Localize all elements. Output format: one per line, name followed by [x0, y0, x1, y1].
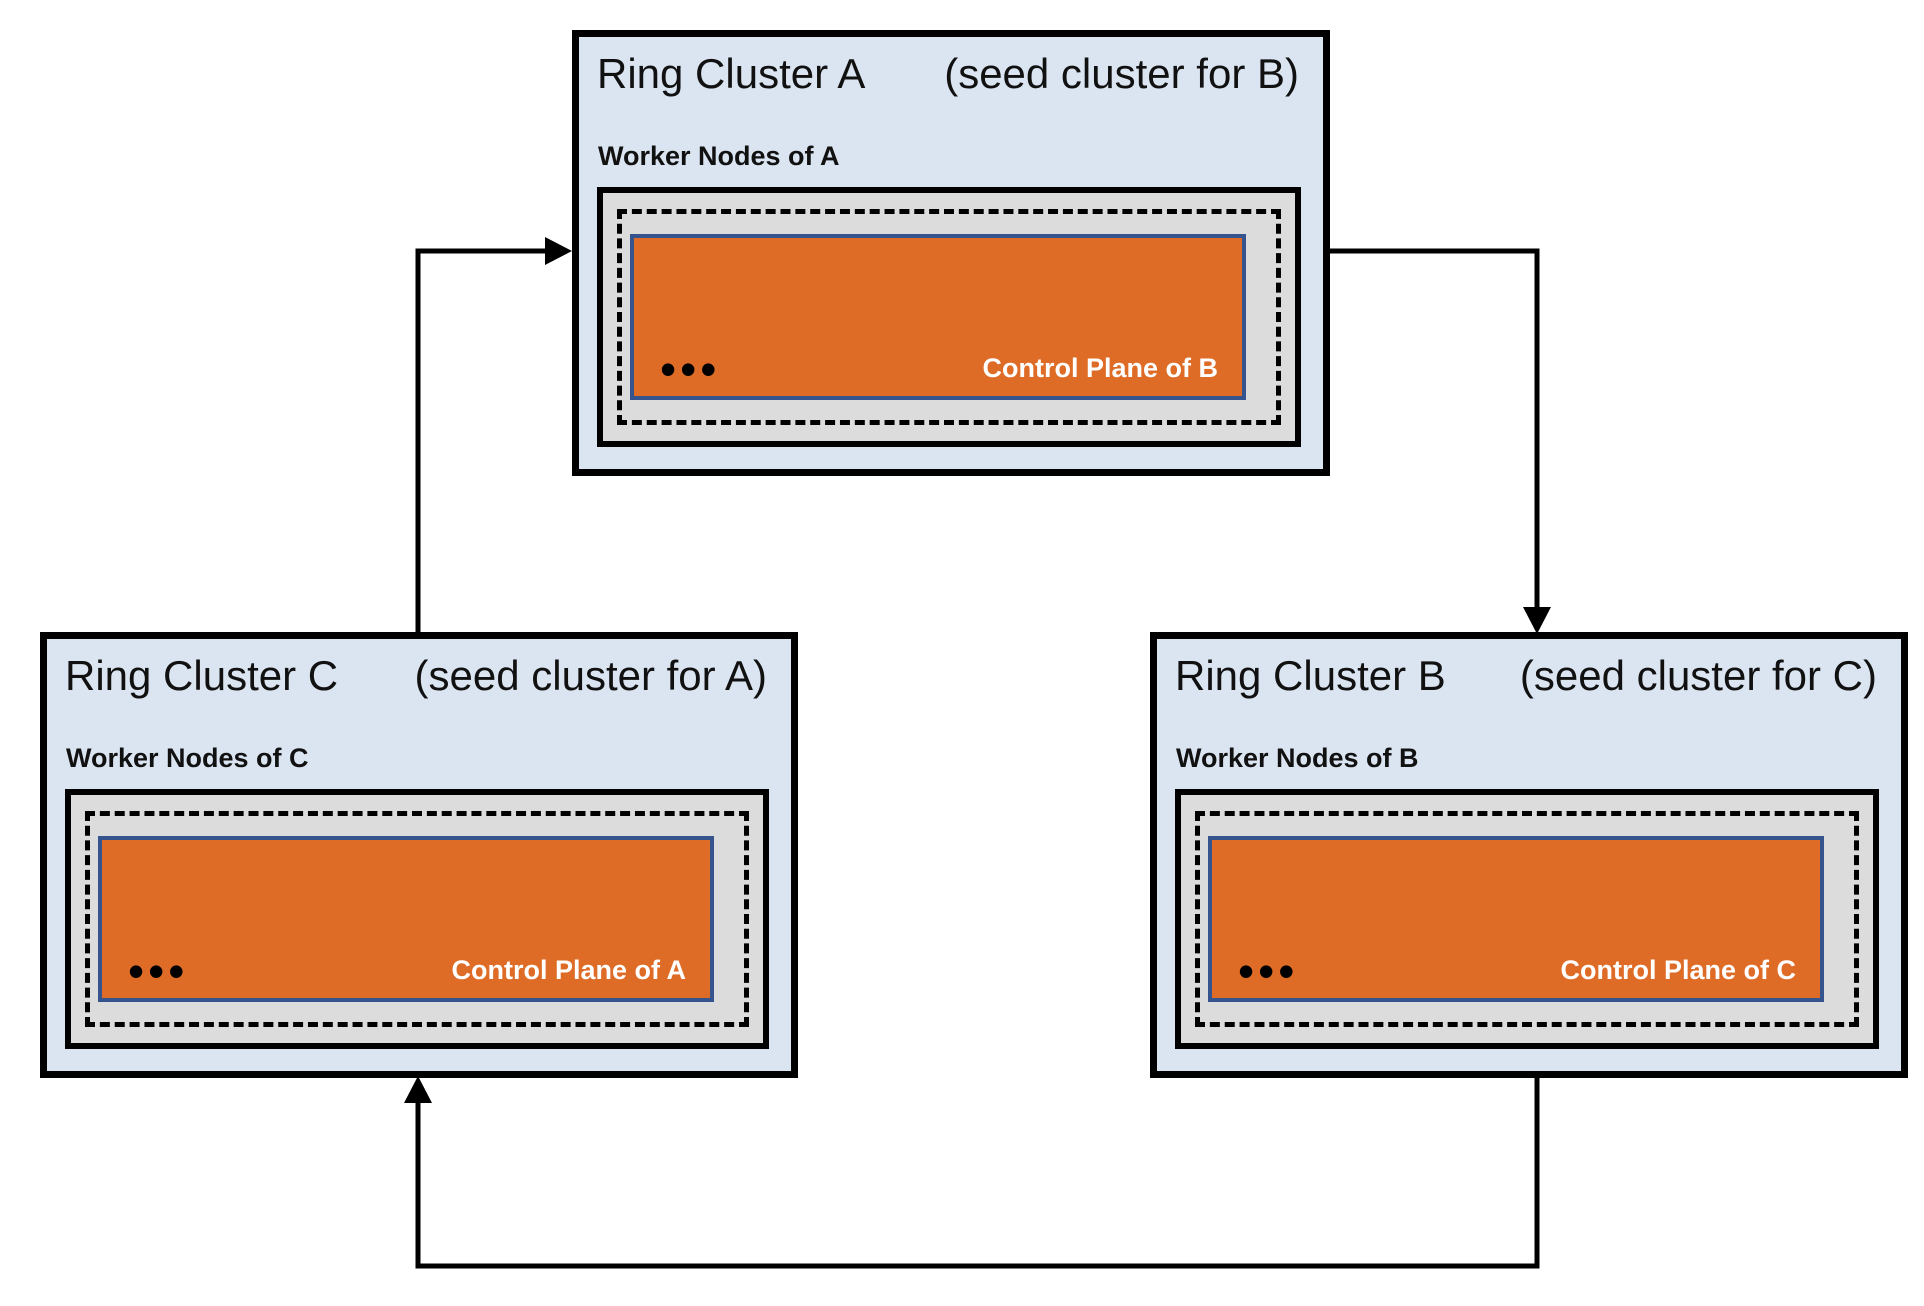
ellipsis-icon: •••	[660, 343, 721, 395]
seed-note: (seed cluster for C)	[1519, 652, 1877, 699]
cluster-name: Ring Cluster C	[65, 652, 339, 699]
worker-nodes-box: ••• Control Plane of A	[65, 789, 769, 1049]
worker-nodes-box: ••• Control Plane of C	[1175, 789, 1879, 1049]
cluster-box-c: Ring Cluster C (seed cluster for A) Work…	[40, 632, 798, 1078]
dashed-boundary: ••• Control Plane of B	[617, 209, 1281, 425]
control-plane-box: ••• Control Plane of A	[98, 836, 714, 1002]
control-plane-box: ••• Control Plane of B	[630, 234, 1246, 400]
worker-nodes-label: Worker Nodes of B	[1176, 743, 1419, 773]
cluster-name: Ring Cluster A	[597, 50, 866, 97]
control-plane-label: Control Plane of C	[1560, 955, 1797, 985]
arrow-c-to-a	[415, 237, 572, 636]
cluster-name: Ring Cluster B	[1175, 652, 1446, 699]
cluster-box-a: Ring Cluster A (seed cluster for B) Work…	[572, 30, 1330, 476]
arrow-b-to-c	[404, 1074, 1540, 1269]
dashed-boundary: ••• Control Plane of C	[1195, 811, 1859, 1027]
dashed-boundary: ••• Control Plane of A	[85, 811, 749, 1027]
control-plane-box: ••• Control Plane of C	[1208, 836, 1824, 1002]
arrow-a-to-b	[1326, 248, 1551, 634]
cluster-title-row: Ring Cluster A (seed cluster for B)	[597, 49, 1299, 99]
cluster-title-row: Ring Cluster B (seed cluster for C)	[1175, 651, 1877, 701]
worker-nodes-box: ••• Control Plane of B	[597, 187, 1301, 447]
cluster-title-row: Ring Cluster C (seed cluster for A)	[65, 651, 767, 701]
ellipsis-icon: •••	[1238, 945, 1299, 997]
seed-note: (seed cluster for B)	[944, 50, 1299, 97]
seed-note: (seed cluster for A)	[414, 652, 767, 699]
worker-nodes-label: Worker Nodes of A	[598, 141, 840, 171]
worker-nodes-label: Worker Nodes of C	[66, 743, 309, 773]
control-plane-label: Control Plane of B	[982, 353, 1219, 383]
control-plane-label: Control Plane of A	[451, 955, 687, 985]
ellipsis-icon: •••	[128, 945, 189, 997]
cluster-box-b: Ring Cluster B (seed cluster for C) Work…	[1150, 632, 1908, 1078]
